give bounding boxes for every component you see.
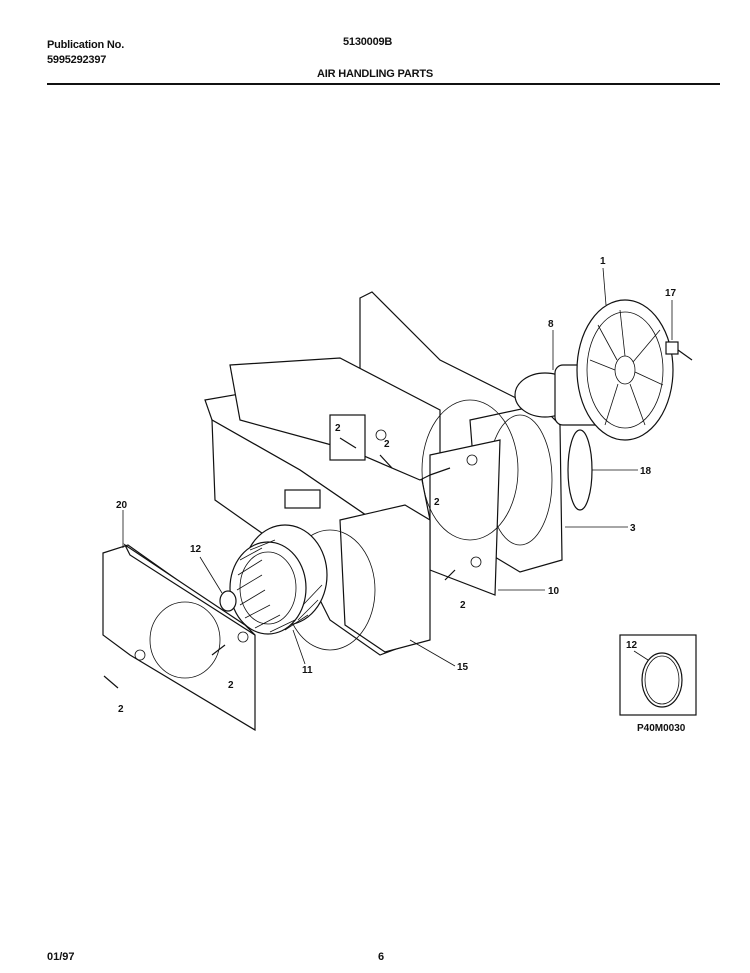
- callout-2-d: 2: [460, 600, 466, 611]
- callout-20: 20: [116, 500, 128, 511]
- callout-8: 8: [548, 319, 554, 330]
- shroud-15: [339, 504, 431, 653]
- clamp-17: [665, 341, 693, 361]
- section-title: AIR HANDLING PARTS: [317, 68, 433, 80]
- footer-date: 01/97: [47, 951, 75, 963]
- callout-2-b: 2: [384, 439, 390, 450]
- clamp-12: [219, 590, 237, 612]
- callout-2-f: 2: [118, 704, 124, 715]
- front-frame-10: [429, 439, 501, 596]
- inset-detail: 12: [619, 634, 697, 716]
- callout-2-e: 2: [228, 680, 234, 691]
- callout-1: 1: [600, 256, 606, 267]
- callout-11: 11: [302, 665, 313, 676]
- model-number: 5130009B: [343, 36, 393, 48]
- callout-3: 3: [630, 523, 636, 534]
- inset-callout-12: 12: [626, 640, 638, 651]
- screws: [103, 437, 456, 689]
- publication-number: 5995292397: [47, 54, 107, 66]
- callout-15: 15: [457, 662, 469, 673]
- blower-wheel-11: [229, 524, 328, 635]
- callout-18: 18: [640, 466, 652, 477]
- callout-2-c: 2: [434, 497, 440, 508]
- inset-code: P40M0030: [637, 723, 686, 734]
- fan-blade-1: [576, 299, 674, 441]
- callout-2-a: 2: [335, 423, 341, 434]
- mount-plate: [329, 414, 366, 461]
- publication-label: Publication No.: [47, 39, 125, 51]
- header-rule: [47, 83, 720, 85]
- bracket: [284, 489, 321, 509]
- callout-12: 12: [190, 544, 202, 555]
- page-number: 6: [378, 951, 385, 963]
- slinger-ring-18: [567, 429, 593, 511]
- housing-assembly: [204, 291, 563, 656]
- callout-10: 10: [548, 586, 560, 597]
- housing-scroll: [421, 399, 519, 541]
- front-panel-20: [102, 543, 256, 732]
- callout-17: 17: [665, 288, 677, 299]
- leader-lines: [122, 267, 673, 667]
